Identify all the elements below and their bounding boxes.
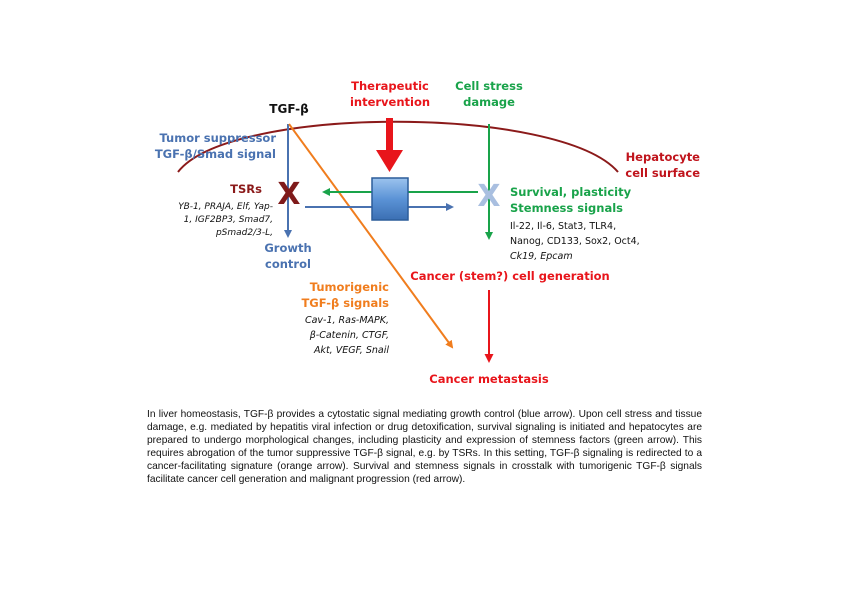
tgf-beta-label: TGF-β: [269, 102, 309, 116]
tumorigenic-label-line1: Tumorigenic: [310, 280, 389, 294]
block-mark-survival: X: [477, 179, 500, 214]
tumorigenic-arrow: [288, 123, 454, 349]
growth-control-line2: control: [265, 257, 311, 271]
central-box: [371, 177, 409, 221]
therapeutic-label-line2: intervention: [350, 95, 430, 109]
cancer-metastasis-label: Cancer metastasis: [429, 372, 549, 386]
stemness-list-line1: Il-22, Il-6, Stat3, TLR4,: [510, 221, 616, 232]
tumorigenic-list-line1: Cav-1, Ras-MAPK,: [305, 315, 389, 326]
tsrs-list-line1: YB-1, PRAJA, Elf, Yap-: [178, 202, 273, 212]
therapeutic-label-line1: Therapeutic: [351, 79, 429, 93]
hepatocyte-label-line2: cell surface: [625, 166, 700, 180]
tsrs-title: TSRs: [230, 182, 262, 196]
tumorigenic-list-line3: Akt, VEGF, Snail: [313, 345, 389, 356]
block-mark-tsr: X: [277, 177, 300, 212]
cell-stress-label-line2: damage: [463, 95, 515, 109]
cell-stress-label-line1: Cell stress: [455, 79, 523, 93]
tsrs-list-line3: pSmad2/3-L,: [215, 228, 273, 238]
tsrs-list-line2: 1, IGF2BP3, Smad7,: [184, 215, 273, 225]
cancer-generation-label: Cancer (stem?) cell generation: [410, 269, 609, 283]
hepatocyte-label-line1: Hepatocyte: [626, 150, 701, 164]
cell-surface-arc: [177, 120, 619, 173]
survival-label-line2: Stemness signals: [510, 201, 623, 215]
tumorigenic-list-line2: β-Catenin, CTGF,: [309, 330, 389, 341]
tumorigenic-label-line2: TGF-β signals: [301, 296, 389, 310]
therapeutic-arrow: [376, 118, 403, 172]
survival-label-line1: Survival, plasticity: [510, 185, 632, 199]
figure-caption: In liver homeostasis, TGF-β provides a c…: [147, 409, 702, 486]
growth-control-line1: Growth: [264, 241, 311, 255]
tumor-suppressor-line1: Tumor suppressor: [159, 131, 276, 145]
tumor-suppressor-line2: TGF-β/Smad signal: [155, 147, 276, 161]
tgf-beta-signaling-diagram: X X TGF-β Therapeutic intervention Cell …: [155, 79, 701, 386]
stemness-list-line3: Ck19, Epcam: [510, 251, 573, 262]
stemness-list-line2: Nanog, CD133, Sox2, Oct4,: [510, 236, 640, 247]
